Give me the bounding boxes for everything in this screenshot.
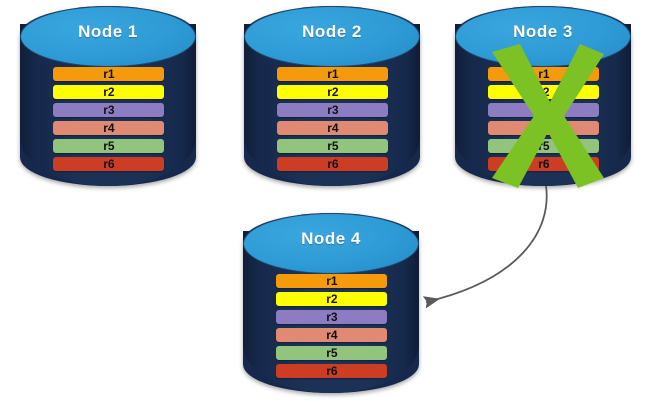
node-1-row-r1[interactable]: r1 xyxy=(53,67,165,82)
node-4-rows: r1 r2 r3 r4 r5 r6 xyxy=(276,274,388,382)
node-4-cylinder-top xyxy=(243,213,419,275)
node-3-row-r4[interactable]: r4 xyxy=(488,121,600,136)
node-2-row-r3[interactable]: r3 xyxy=(277,103,389,118)
node-3-row-r5[interactable]: r5 xyxy=(488,139,600,154)
node-1[interactable]: Node 1 r1 r2 r3 r4 r5 r6 xyxy=(20,6,196,186)
node-4-row-r6[interactable]: r6 xyxy=(276,364,388,379)
node-1-row-r2[interactable]: r2 xyxy=(53,85,165,100)
node-2-rows: r1 r2 r3 r4 r5 r6 xyxy=(277,67,389,175)
node-4-row-r3[interactable]: r3 xyxy=(276,310,388,325)
node-1-row-r4[interactable]: r4 xyxy=(53,121,165,136)
node-2[interactable]: Node 2 r1 r2 r3 r4 r5 r6 xyxy=(244,6,420,186)
node-4-row-r1[interactable]: r1 xyxy=(276,274,388,289)
node-3-row-r3[interactable]: r3 xyxy=(488,103,600,118)
node-4-row-r2[interactable]: r2 xyxy=(276,292,388,307)
node-2-row-r1[interactable]: r1 xyxy=(277,67,389,82)
node-4-row-r5[interactable]: r5 xyxy=(276,346,388,361)
node-3[interactable]: Node 3 r1 r2 r3 r4 r5 r6 xyxy=(455,6,631,186)
node-3-row-r2[interactable]: r2 xyxy=(488,85,600,100)
node-1-row-r6[interactable]: r6 xyxy=(53,157,165,172)
node-2-row-r4[interactable]: r4 xyxy=(277,121,389,136)
node-3-rows: r1 r2 r3 r4 r5 r6 xyxy=(488,67,600,175)
node-1-row-r3[interactable]: r3 xyxy=(53,103,165,118)
node-2-row-r6[interactable]: r6 xyxy=(277,157,389,172)
node-2-cylinder-top xyxy=(244,6,420,68)
node-4[interactable]: Node 4 r1 r2 r3 r4 r5 r6 xyxy=(243,213,419,393)
connector-path xyxy=(422,185,548,309)
node-1-cylinder-top xyxy=(20,6,196,68)
node-1-rows: r1 r2 r3 r4 r5 r6 xyxy=(53,67,165,175)
node-3-row-r6[interactable]: r6 xyxy=(488,157,600,172)
node-3-cylinder-top xyxy=(455,6,631,68)
node-4-row-r4[interactable]: r4 xyxy=(276,328,388,343)
node-2-row-r5[interactable]: r5 xyxy=(277,139,389,154)
node-3-row-r1[interactable]: r1 xyxy=(488,67,600,82)
node-1-row-r5[interactable]: r5 xyxy=(53,139,165,154)
node-2-row-r2[interactable]: r2 xyxy=(277,85,389,100)
